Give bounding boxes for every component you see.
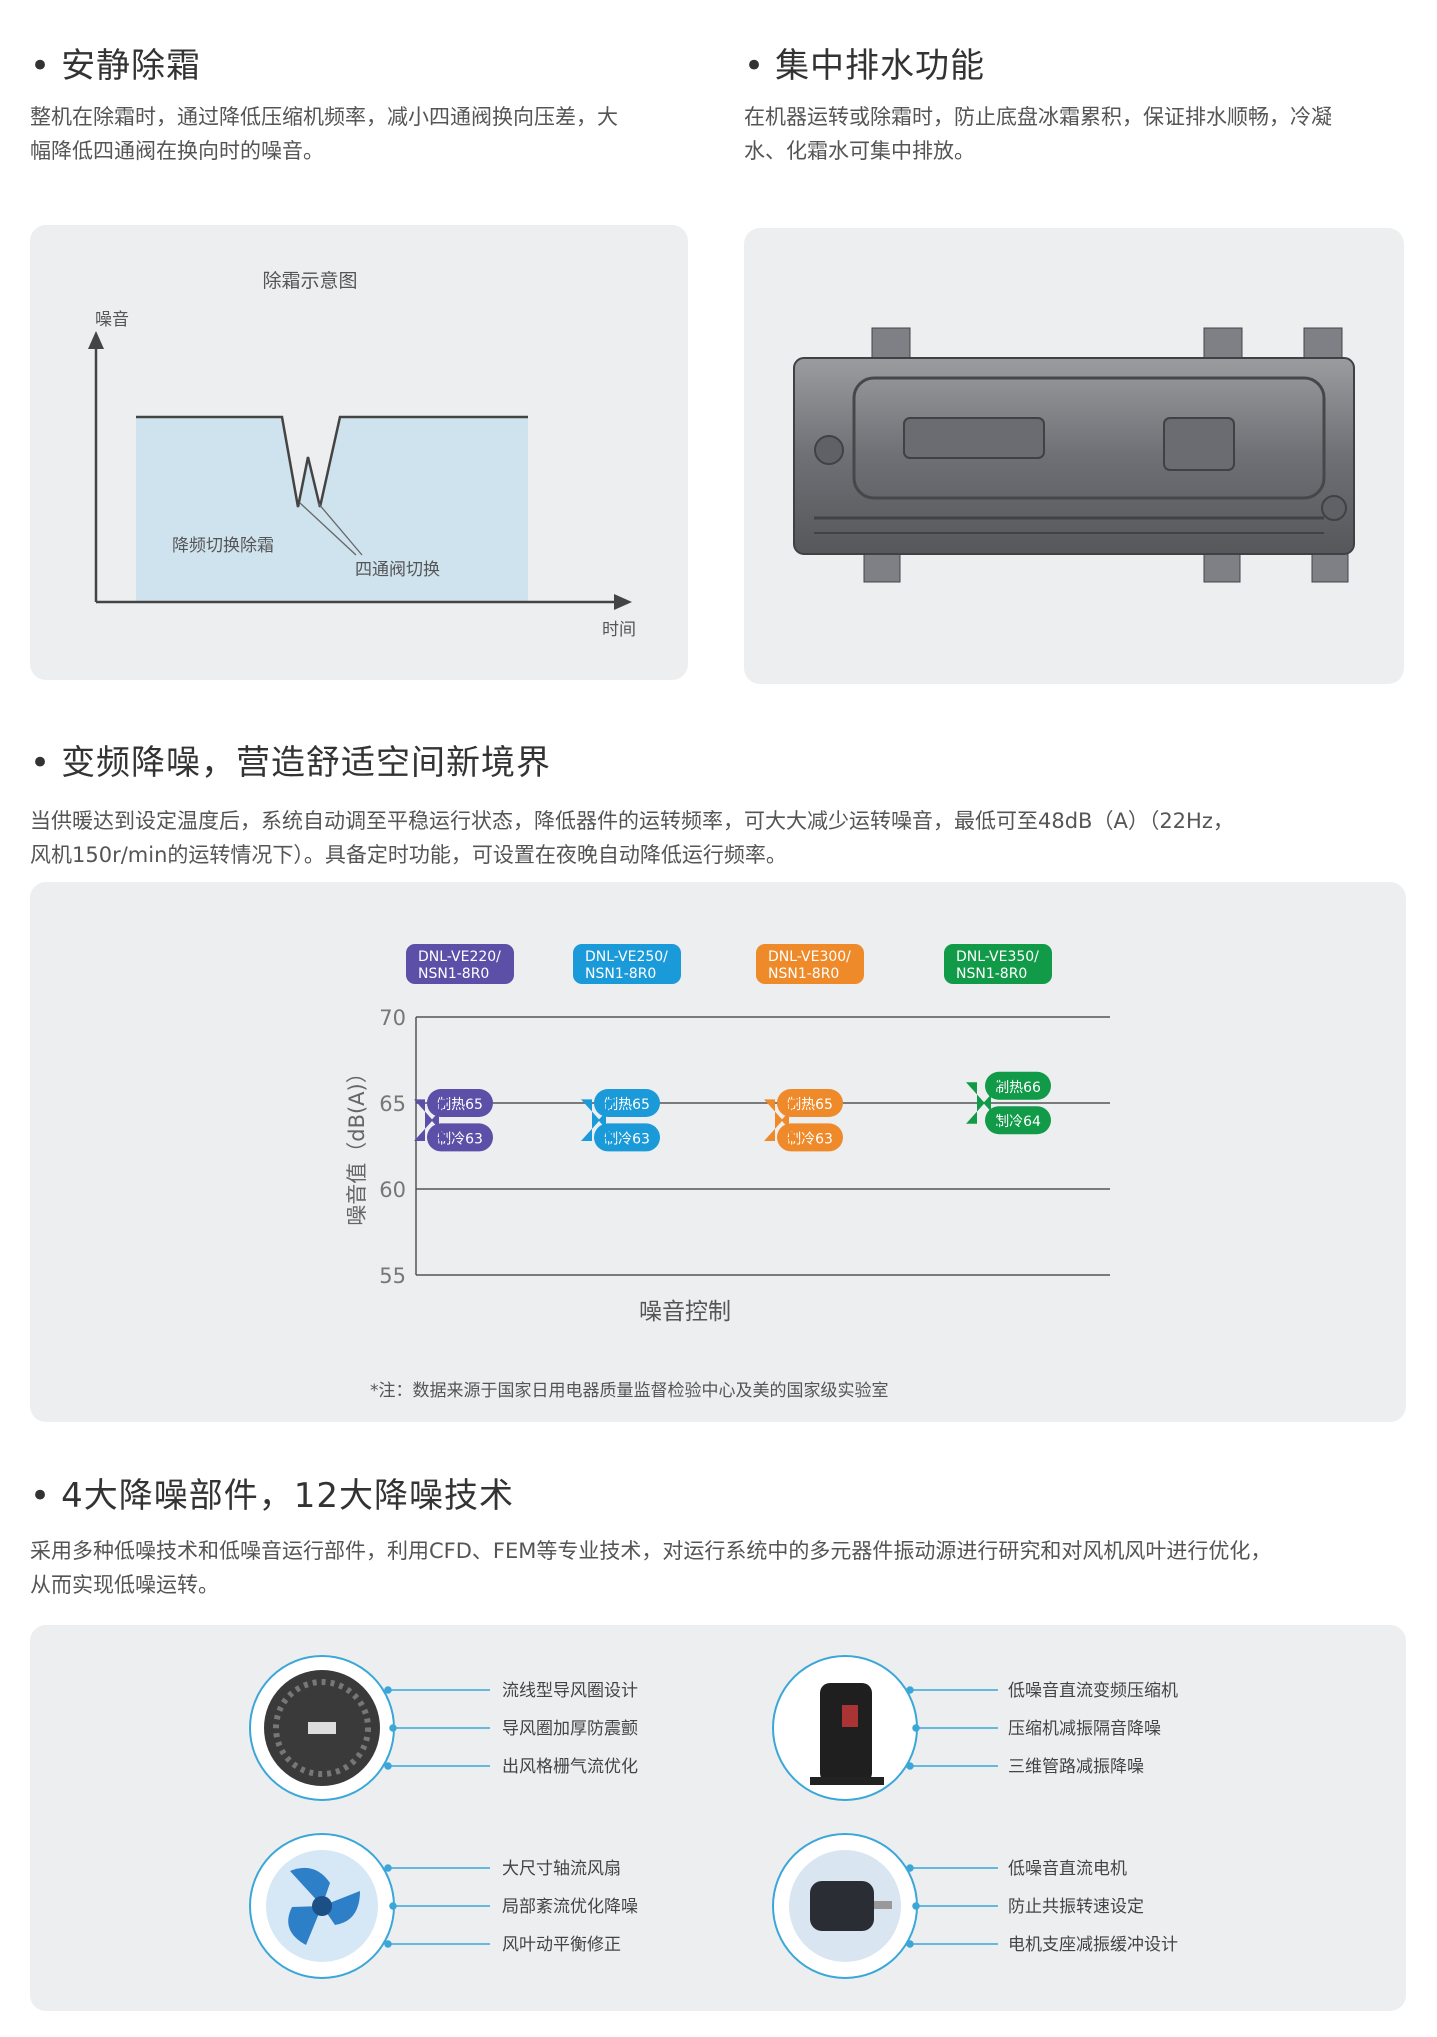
- label-freq-defrost: 降频切换除霜: [172, 536, 274, 556]
- base-plate-panel: [744, 228, 1404, 684]
- feature-label: 压缩机减振隔音降噪: [1008, 1719, 1161, 1739]
- feature-label: 导风圈加厚防震颤: [502, 1719, 638, 1739]
- range-arrow-icon: [414, 1099, 450, 1141]
- feature-label: 低噪音直流变频压缩机: [1008, 1681, 1178, 1701]
- x-axis-label: 时间: [602, 620, 636, 640]
- heat-label: 制热66: [995, 1080, 1041, 1096]
- y-tick-label: 65: [379, 1092, 406, 1116]
- cool-label-pill: [985, 1106, 1051, 1135]
- model-badge-line1: DNL-VE220/: [418, 949, 501, 965]
- model-badge: [756, 944, 864, 984]
- feature-label: 局部紊流优化降噪: [502, 1897, 638, 1917]
- cool-label: 制冷63: [437, 1131, 483, 1147]
- callout-line-b: [317, 502, 363, 556]
- feature-label: 大尺寸轴流风扇: [502, 1859, 621, 1879]
- y-axis-arrow: [88, 331, 104, 349]
- chart-y-label: 噪音值（dB(A)）: [345, 1062, 369, 1226]
- section-text-quiet-defrost: 整机在除霜时，通过降低压缩机频率，减小四通阀换向压差，大 幅降低四通阀在换向时的…: [30, 105, 618, 163]
- heat-label-pill: [594, 1089, 660, 1117]
- feature-label: 电机支座减振缓冲设计: [1008, 1935, 1178, 1955]
- section-title-quiet-defrost: 安静除霜: [30, 38, 201, 87]
- feature-label: 三维管路减振降噪: [1008, 1757, 1144, 1777]
- range-arrow-icon: [764, 1099, 800, 1141]
- defrost-diagram-panel: 除霜示意图 噪音 时间 降频切换除霜 四通阀切换: [30, 225, 688, 680]
- chart-note: *注：数据来源于国家日用电器质量监督检验中心及美的国家级实验室: [370, 1381, 889, 1401]
- base-plate-image: [793, 327, 1355, 583]
- feature-label: 出风格栅气流优化: [502, 1757, 638, 1777]
- noise-area: [136, 417, 528, 602]
- callout-line-a: [299, 502, 357, 556]
- feature-label: 防止共振转速设定: [1008, 1897, 1144, 1917]
- y-axis-label: 噪音: [95, 310, 129, 330]
- feature-label: 流线型导风圈设计: [502, 1681, 638, 1701]
- cool-label: 制冷64: [995, 1114, 1041, 1130]
- section-text-noise-tech: 采用多种低噪技术和低噪音运行部件，利用CFD、FEM等专业技术，对运行系统中的多…: [30, 1539, 1272, 1597]
- model-badge-line2: NSN1-8R0: [768, 966, 839, 982]
- model-badge: [406, 944, 514, 984]
- cool-label: 制冷63: [604, 1131, 650, 1147]
- section-title-drainage: 集中排水功能: [744, 38, 985, 87]
- range-arrow-icon: [966, 1082, 1002, 1124]
- y-tick-label: 55: [379, 1264, 406, 1288]
- section-text-drainage: 在机器运转或除霜时，防止底盘冰霜累积，保证排水顺畅，冷凝 水、化霜水可集中排放。: [744, 105, 1332, 163]
- chart-x-label: 噪音控制: [639, 1299, 731, 1325]
- section-title-noise-tech: 4大降噪部件，12大降噪技术: [30, 1468, 514, 1517]
- noise-chart-panel: 噪音值（dB(A)） 噪音控制 *注：数据来源于国家日用电器质量监督检验中心及美…: [30, 882, 1406, 1422]
- components-panel: 流线型导风圈设计 导风圈加厚防震颤 出风格栅气流优化 低噪音直流变频压缩机 压缩…: [30, 1625, 1406, 2011]
- cool-label-pill: [427, 1123, 493, 1152]
- dc-motor-icon: [772, 1833, 918, 1979]
- section-title-inverter-noise: 变频降噪，营造舒适空间新境界: [30, 735, 551, 784]
- cool-label: 制冷63: [787, 1131, 833, 1147]
- defrost-diagram-title: 除霜示意图: [262, 270, 357, 292]
- model-badge-line2: NSN1-8R0: [418, 966, 489, 982]
- heat-label-pill: [427, 1089, 493, 1117]
- y-tick-label: 60: [379, 1178, 406, 1202]
- model-badge-line1: DNL-VE250/: [585, 949, 668, 965]
- section-text-inverter-noise: 当供暖达到设定温度后，系统自动调至平稳运行状态，降低器件的运转频率，可大大减少运…: [30, 809, 1234, 867]
- compressor-icon: [772, 1655, 918, 1801]
- defrost-diagram: 除霜示意图 噪音 时间 降频切换除霜 四通阀切换: [88, 270, 636, 640]
- axial-fan-icon: [249, 1833, 395, 1979]
- model-badge-line1: DNL-VE300/: [768, 949, 851, 965]
- cool-label-pill: [777, 1123, 843, 1152]
- heat-label-pill: [985, 1071, 1051, 1100]
- components-diagram: 流线型导风圈设计 导风圈加厚防震颤 出风格栅气流优化 低噪音直流变频压缩机 压缩…: [249, 1655, 1178, 1979]
- heat-label-pill: [777, 1089, 843, 1117]
- y-tick-label: 70: [379, 1006, 406, 1030]
- feature-label: 风叶动平衡修正: [502, 1935, 621, 1955]
- noise-curve: [136, 415, 528, 508]
- label-valve-switch: 四通阀切换: [355, 560, 440, 580]
- noise-chart: 噪音值（dB(A)） 噪音控制 *注：数据来源于国家日用电器质量监督检验中心及美…: [345, 944, 1110, 1401]
- cool-label-pill: [594, 1123, 660, 1152]
- model-badge-line2: NSN1-8R0: [956, 966, 1027, 982]
- feature-label: 低噪音直流电机: [1008, 1859, 1127, 1879]
- model-badge-line2: NSN1-8R0: [585, 966, 656, 982]
- model-badge-line1: DNL-VE350/: [956, 949, 1039, 965]
- range-arrow-icon: [581, 1099, 617, 1141]
- x-axis-arrow: [614, 594, 632, 610]
- fan-guard-icon: [249, 1655, 395, 1801]
- model-badge: [573, 944, 681, 984]
- model-badge: [944, 944, 1052, 984]
